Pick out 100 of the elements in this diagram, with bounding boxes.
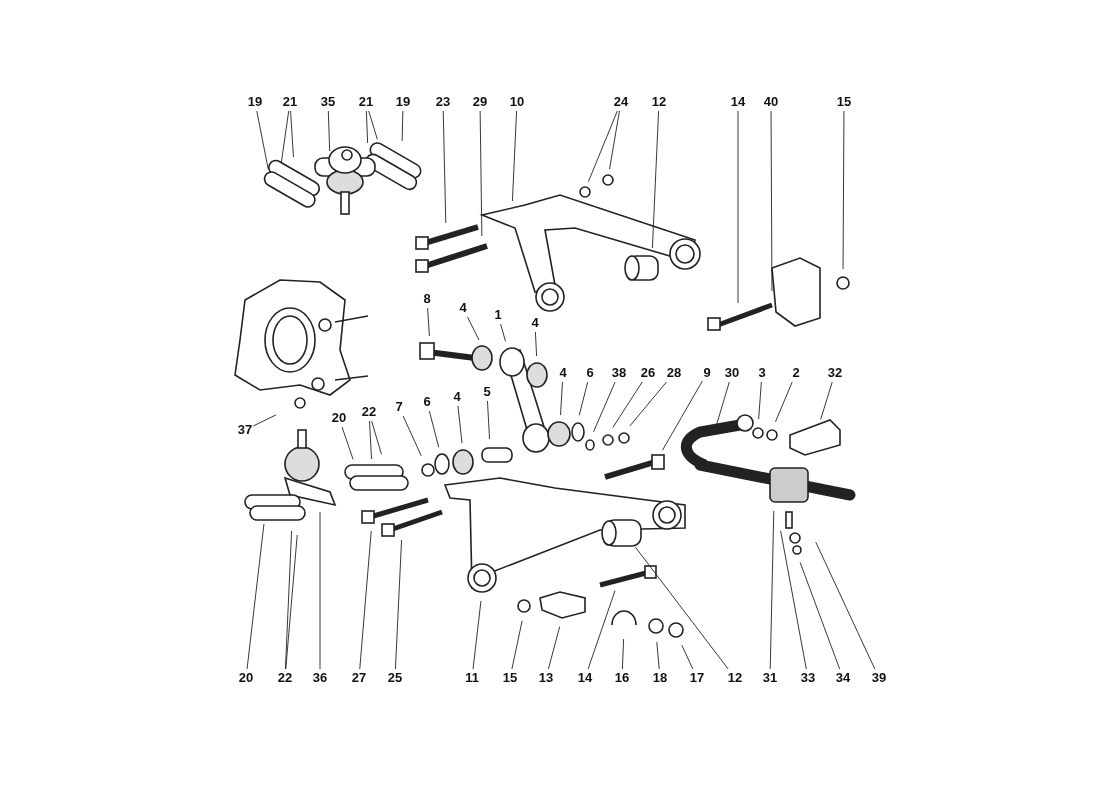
callout-number: 38 [611,365,627,381]
leader-line [472,600,482,670]
leader-line [769,510,775,670]
leader-line [662,380,703,451]
leader-line [442,110,447,224]
callout-number: 14 [730,94,746,110]
callout-number: 30 [724,365,740,381]
leader-line [467,316,480,341]
leader-line [656,641,660,670]
leader-line [290,110,294,158]
leader-line [593,381,616,433]
leader-line [319,511,321,670]
leader-line [534,331,538,357]
leader-line [280,110,290,164]
callout-number: 17 [689,670,705,686]
callout-number: 28 [666,365,682,381]
callout-number: 2 [792,365,800,381]
callout-number: 40 [763,94,779,110]
callout-number: 3 [758,365,766,381]
callout-number: 15 [502,670,518,686]
leader-line [815,541,876,670]
leader-line [428,410,440,448]
callout-number: 37 [237,422,253,438]
leader-line [651,110,660,249]
leader-line [359,530,372,670]
leader-line [758,381,762,420]
callout-number: 7 [395,399,403,415]
leader-line [609,110,620,170]
leader-line [457,405,463,444]
leader-line [487,400,490,440]
callout-number: 19 [395,94,411,110]
callout-number: 16 [614,670,630,686]
leader-line [578,381,589,416]
callout-number: 19 [247,94,263,110]
leader-line [369,420,372,460]
callout-number: 36 [312,670,328,686]
leader-line [587,110,618,183]
callout-number: 29 [472,94,488,110]
callout-number: 25 [387,670,403,686]
callout-number: 31 [762,670,778,686]
callout-number: 20 [331,410,347,426]
leader-line [547,626,561,670]
callout-number: 8 [423,291,431,307]
leader-line [587,590,616,670]
callout-number: 4 [559,365,567,381]
leader-line [256,110,269,170]
callout-number: 34 [835,670,851,686]
leader-line [681,644,694,670]
leader-line [427,307,430,337]
callout-number: 24 [613,94,629,110]
callout-number: 26 [640,365,656,381]
leader-line [500,323,506,342]
leader-line [327,110,331,152]
leader-line [820,381,833,420]
leader-line [842,110,845,270]
callout-number: 27 [351,670,367,686]
leader-line [629,381,667,427]
callout-number: 23 [435,94,451,110]
leader-line [799,562,841,670]
callout-number: 5 [483,384,491,400]
callout-number: 9 [703,365,711,381]
leader-line [402,415,422,457]
leader-line [479,110,483,237]
callout-number: 21 [358,94,374,110]
leader-line [341,426,354,460]
leader-line [511,620,523,670]
callout-number: 6 [423,394,431,410]
callout-number: 32 [827,365,843,381]
callout-number: 21 [282,94,298,110]
callout-number: 4 [459,300,467,316]
callout-number: 10 [509,94,525,110]
leader-line [737,110,739,304]
leader-line [395,539,402,670]
leader-line [511,110,518,202]
callout-number: 35 [320,94,336,110]
leader-line [252,414,277,427]
callout-number: 11 [465,670,479,686]
leader-line [401,110,404,142]
callout-number: 13 [538,670,554,686]
callout-number: 12 [727,670,743,686]
leader-line [368,110,378,140]
callout-number: 6 [586,365,594,381]
leader-line [246,523,265,670]
callout-number: 15 [836,94,852,110]
callout-number: 1 [494,307,502,323]
leader-line [775,381,793,423]
leader-line [560,381,563,416]
callout-number: 22 [277,670,293,686]
callout-number: 39 [871,670,887,686]
callout-number: 4 [531,315,539,331]
callout-number: 18 [652,670,668,686]
leader-line [285,534,298,670]
leader-line [371,420,382,455]
leader-line [780,530,807,670]
callout-number: 33 [800,670,816,686]
callout-number: 22 [361,404,377,420]
callout-number: 4 [453,389,461,405]
callout-number: 14 [577,670,593,686]
leader-line [635,546,729,670]
leader-line [612,381,643,428]
